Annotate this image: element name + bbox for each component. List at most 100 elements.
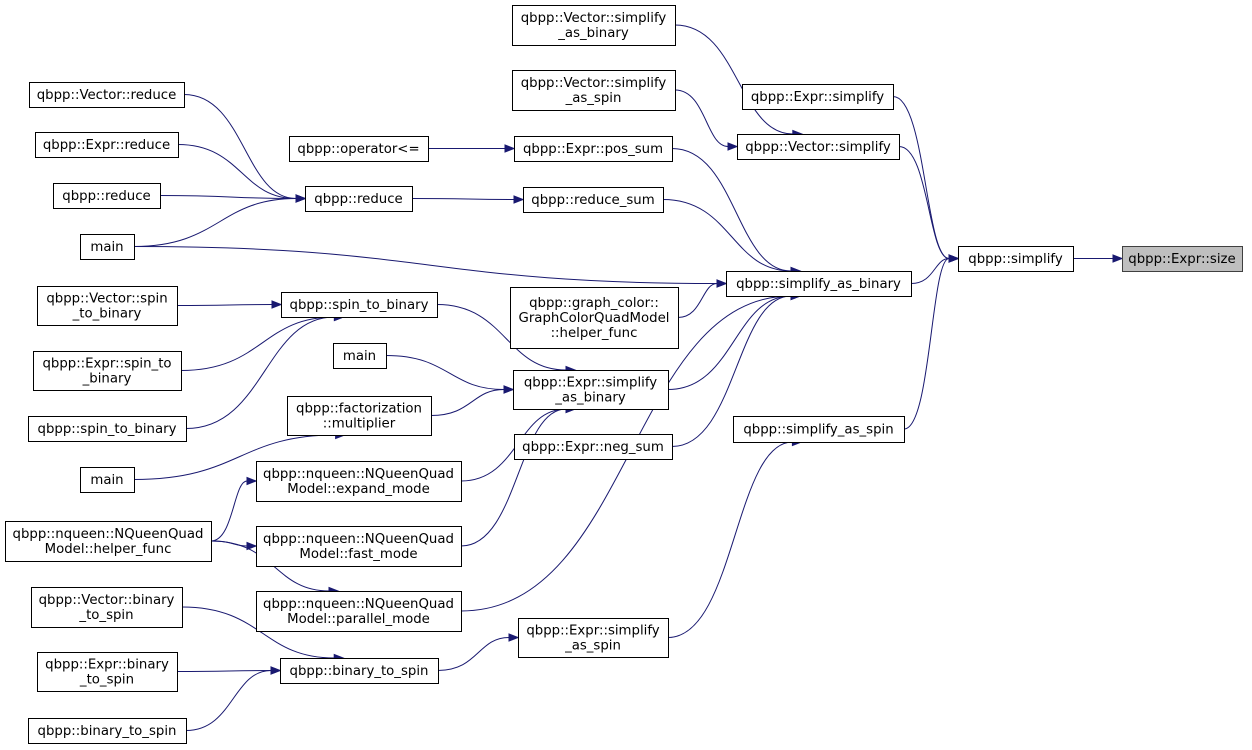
edge-expr_spin_to_binary-to-spin_to_binary	[180, 312, 345, 371]
node-label: main	[90, 240, 123, 255]
node-label: ::helper_func	[551, 326, 638, 341]
edge-line	[177, 144, 297, 199]
node-box	[305, 186, 413, 212]
node-label: Model::parallel_mode	[287, 612, 430, 627]
edge-line	[180, 316, 335, 371]
node-main-2[interactable]: main	[333, 343, 387, 369]
edge-line	[210, 480, 248, 542]
edge-expr_binary_to_spin-to-binary_to_spin	[176, 666, 282, 675]
edge-expr_reduce-to-reduce	[177, 144, 307, 203]
edge-line	[385, 355, 505, 390]
node-reduce[interactable]: qbpp::reduce	[305, 186, 413, 212]
arrowhead-icon	[271, 300, 283, 309]
node-expr-neg-sum[interactable]: qbpp::Expr::neg_sum	[514, 434, 673, 460]
node-box	[29, 82, 185, 108]
node-label: qbpp::binary_to_spin	[290, 664, 429, 679]
edge-line	[181, 606, 335, 659]
node-box	[28, 416, 187, 442]
arrowhead-icon	[513, 195, 525, 204]
edge-line	[671, 295, 792, 447]
node-label: qbpp::Vector::simplify	[521, 11, 667, 26]
node-main-3[interactable]: main	[80, 467, 135, 493]
node-box	[737, 134, 900, 160]
node-label: Model::expand_mode	[287, 482, 430, 497]
node-simplify-as-binary[interactable]: qbpp::simplify_as_binary	[726, 271, 912, 297]
node-spin-to-binary-free[interactable]: qbpp::spin_to_binary	[28, 416, 187, 442]
node-binary-to-spin[interactable]: qbpp::binary_to_spin	[280, 658, 439, 684]
node-label: _as_spin	[565, 91, 622, 106]
node-main-1[interactable]: main	[80, 234, 135, 260]
node-label: qbpp::nqueen::NQueenQuad	[263, 597, 454, 612]
node-nqueen-expand-mode[interactable]: qbpp::nqueen::NQueenQuadModel::expand_mo…	[256, 461, 462, 502]
edge-line	[185, 670, 272, 731]
node-label: qbpp::simplify	[968, 252, 1063, 267]
node-vector-binary-to-spin[interactable]: qbpp::Vector::binary_to_spin	[31, 587, 183, 628]
edge-simplify-to-expr_size	[1073, 254, 1124, 263]
node-box	[287, 396, 432, 436]
node-label: qbpp::reduce	[314, 192, 402, 207]
edge-binary_to_spin-to-expr_simplify_as_spin	[437, 633, 520, 671]
node-box	[5, 521, 212, 562]
node-graph-color-helper[interactable]: qbpp::graph_color::GraphColorQuadModel::…	[510, 287, 679, 349]
node-box	[512, 70, 676, 111]
node-label: ::multiplier	[323, 417, 396, 432]
edge-line	[176, 670, 272, 672]
arrowhead-icon	[246, 476, 258, 486]
node-label: main	[90, 473, 123, 488]
node-box	[510, 287, 679, 349]
arrowhead-icon	[504, 144, 516, 153]
node-label: qbpp::nqueen::NQueenQuad	[263, 467, 454, 482]
node-expr-simplify-as-binary[interactable]: qbpp::Expr::simplify_as_binary	[513, 370, 669, 410]
edge-nqueen_fast_mode-to-expr_simplify_as_binary	[460, 404, 577, 547]
node-vector-reduce[interactable]: qbpp::Vector::reduce	[29, 82, 185, 108]
node-label: _as_binary	[557, 26, 629, 41]
node-label: qbpp::Expr::neg_sum	[522, 440, 664, 455]
node-vector-spin-to-binary[interactable]: qbpp::Vector::spin_to_binary	[37, 286, 178, 326]
node-expr-simplify-as-spin[interactable]: qbpp::Expr::simplify_as_spin	[518, 618, 669, 658]
edge-expr_simplify_as_spin-to-simplify_as_spin	[667, 437, 803, 638]
node-operator-le[interactable]: qbpp::operator<=	[289, 136, 429, 162]
node-simplify[interactable]: qbpp::simplify	[958, 246, 1074, 272]
node-expr-spin-to-binary[interactable]: qbpp::Expr::spin_to_binary	[33, 351, 182, 391]
node-vector-simplify-as-binary[interactable]: qbpp::Vector::simplify_as_binary	[512, 5, 676, 46]
node-reduce-free[interactable]: qbpp::reduce	[53, 183, 161, 209]
node-label: Model::helper_func	[45, 542, 172, 557]
node-label: qbpp::reduce_sum	[531, 193, 654, 208]
node-label: qbpp::Vector::reduce	[37, 88, 177, 103]
node-simplify-as-spin[interactable]: qbpp::simplify_as_spin	[733, 416, 905, 443]
node-label: qbpp::spin_to_binary	[290, 298, 429, 313]
edge-line	[898, 146, 950, 259]
node-box	[1122, 246, 1243, 272]
node-reduce-sum[interactable]: qbpp::reduce_sum	[523, 187, 664, 213]
edge-line	[210, 540, 248, 547]
edge-vector_spin_to_binary-to-spin_to_binary	[176, 300, 283, 309]
node-expr-simplify[interactable]: qbpp::Expr::simplify	[742, 84, 894, 110]
node-label: qbpp::Vector::simplify	[745, 140, 891, 155]
node-expr-reduce[interactable]: qbpp::Expr::reduce	[35, 132, 179, 158]
edge-line	[159, 195, 297, 199]
node-expr-size[interactable]: qbpp::Expr::size	[1122, 246, 1243, 272]
node-binary-to-spin-free[interactable]: qbpp::binary_to_spin	[28, 718, 187, 744]
node-factorization-multiplier[interactable]: qbpp::factorization::multiplier	[287, 396, 432, 436]
node-expr-binary-to-spin[interactable]: qbpp::Expr::binary_to_spin	[37, 652, 178, 692]
node-label: main	[343, 349, 376, 364]
node-label: qbpp::nqueen::NQueenQuad	[263, 532, 454, 547]
node-nqueen-helper-func[interactable]: qbpp::nqueen::NQueenQuadModel::helper_fu…	[5, 521, 212, 562]
node-vector-simplify-as-spin[interactable]: qbpp::Vector::simplify_as_spin	[512, 70, 676, 111]
node-nqueen-parallel-mode[interactable]: qbpp::nqueen::NQueenQuadModel::parallel_…	[256, 591, 462, 632]
node-expr-pos-sum[interactable]: qbpp::Expr::pos_sum	[514, 136, 673, 162]
node-label: qbpp::spin_to_binary	[38, 422, 177, 437]
node-box	[33, 351, 182, 391]
node-label: qbpp::factorization	[296, 402, 422, 417]
edge-simplify_as_spin-to-simplify	[903, 254, 960, 430]
node-vector-simplify[interactable]: qbpp::Vector::simplify	[737, 134, 900, 160]
edge-line	[183, 94, 297, 199]
node-box	[53, 183, 161, 209]
edge-line	[411, 198, 515, 200]
node-label: qbpp::Vector::binary	[39, 593, 175, 608]
node-box	[514, 136, 673, 162]
edge-line	[133, 246, 718, 284]
node-box	[256, 591, 462, 632]
node-spin-to-binary[interactable]: qbpp::spin_to_binary	[281, 292, 438, 318]
